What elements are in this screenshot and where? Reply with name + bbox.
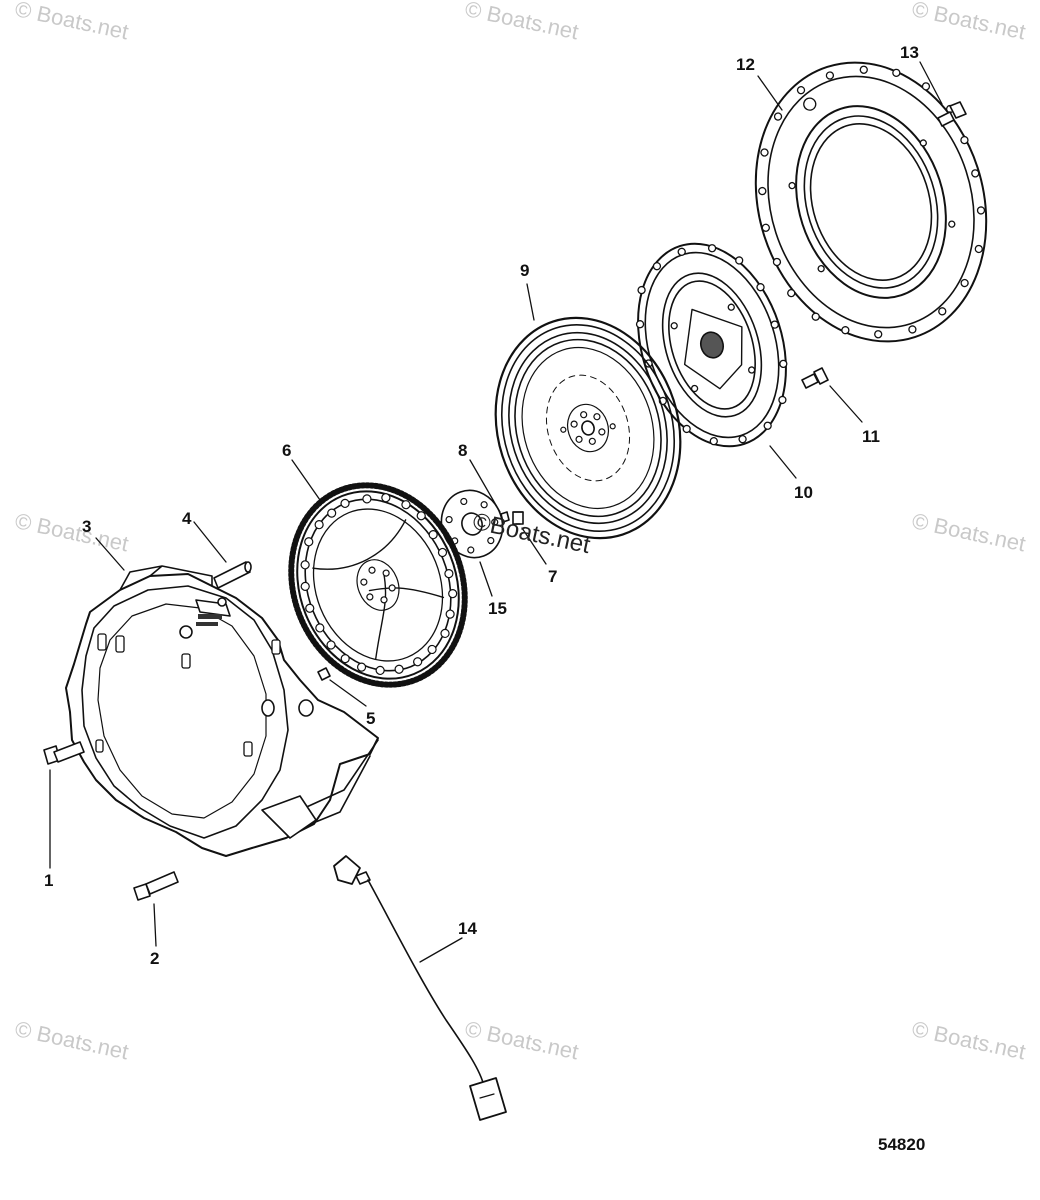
flywheel-bolt-7 bbox=[512, 511, 524, 525]
callout-12: 12 bbox=[736, 55, 755, 74]
bolt-11 bbox=[801, 367, 829, 389]
callout-15: 15 bbox=[488, 599, 507, 618]
callout-2: 2 bbox=[150, 949, 159, 968]
speed-sensor-14 bbox=[333, 855, 507, 1121]
flywheel-housing-3 bbox=[65, 565, 379, 857]
callout-13: 13 bbox=[900, 43, 919, 62]
flywheel-9 bbox=[494, 316, 682, 540]
bolt-13 bbox=[937, 101, 967, 127]
dowel-pin-8 bbox=[500, 511, 510, 523]
callout-8: 8 bbox=[458, 441, 467, 460]
callout-14: 14 bbox=[458, 919, 477, 938]
figure-number: 54820 bbox=[878, 1135, 926, 1154]
callout-7: 7 bbox=[548, 567, 557, 586]
flange-bolt-1 bbox=[43, 741, 85, 765]
flex-plate-10 bbox=[635, 242, 788, 448]
adapter-plate-12 bbox=[754, 61, 988, 343]
pin-5 bbox=[317, 667, 331, 681]
callout-11: 11 bbox=[862, 427, 880, 446]
callout-3: 3 bbox=[82, 517, 91, 536]
stud-bolt-2 bbox=[133, 871, 179, 901]
ring-gear-flywheel-6 bbox=[288, 482, 468, 688]
callout-9: 9 bbox=[520, 261, 529, 280]
callout-5: 5 bbox=[366, 709, 375, 728]
callout-labels: 1 2 3 4 5 6 7 8 9 10 11 12 13 14 15 bbox=[44, 43, 919, 968]
callout-10: 10 bbox=[794, 483, 813, 502]
callout-6: 6 bbox=[282, 441, 291, 460]
leader-lines bbox=[49, 61, 943, 963]
dowel-stud-4 bbox=[213, 561, 252, 589]
callout-4: 4 bbox=[182, 509, 192, 528]
callout-1: 1 bbox=[44, 871, 53, 890]
